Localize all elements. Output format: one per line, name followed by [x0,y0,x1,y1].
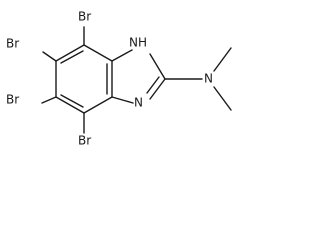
atom-label-br-bottom: Br [78,134,91,148]
bond-n1-c2 [149,53,166,80]
molecule-drawing: Br Br Br Br NH N N [6,10,232,148]
bond-c3a-c4 [83,44,113,62]
structure-diagram: Br Br Br Br NH N N [6,10,232,148]
bond-n-methyl-top [213,47,232,72]
bond-c5-br [42,51,57,62]
bond-c2-n3 [149,78,166,100]
bond-c6-c7-double [60,94,84,108]
bond-c6-c7 [55,96,85,114]
bond-c3a-n1 [111,49,133,62]
bond-c2-n3-double [146,76,160,94]
atom-label-n-ring: N [134,96,143,110]
bond-c7-c7a [83,96,113,114]
atom-label-nh: NH [129,36,147,50]
atom-label-br-lower-left: Br [6,93,19,107]
bond-c4-c5-double [60,50,84,64]
atom-label-n-amine: N [204,72,213,86]
bond-n3-c7a [111,96,134,104]
bond-c4-c5 [55,44,85,62]
bond-n-methyl-bottom [213,86,232,111]
atom-label-br-upper-left: Br [6,37,19,51]
atom-label-br-top: Br [78,10,91,24]
bond-c6-br [41,96,57,104]
